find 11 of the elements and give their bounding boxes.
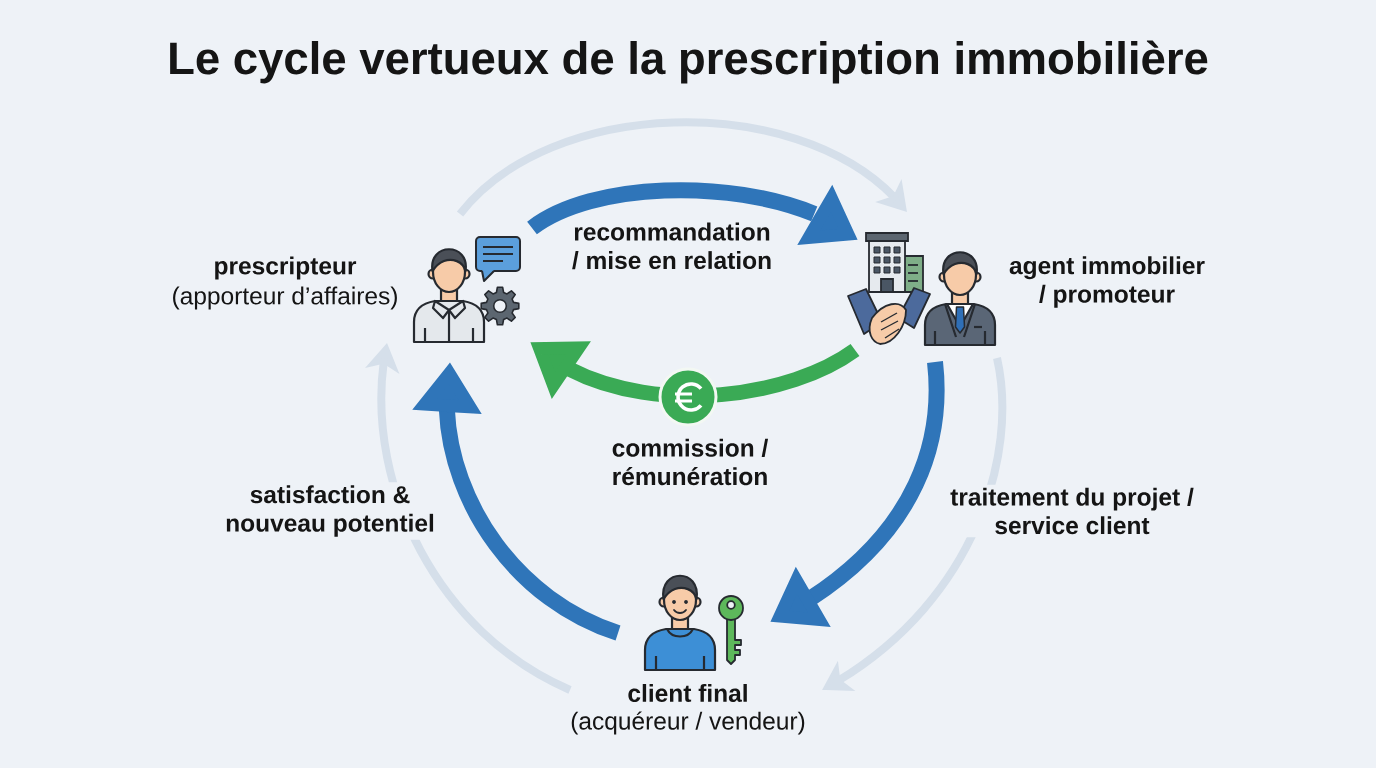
actor-title: agent immobilier / promoteur [1009, 256, 1205, 308]
actor-subtitle: (apporteur d’affaires) [173, 286, 397, 310]
actor-subtitle: (acquéreur / vendeur) [571, 711, 805, 735]
actor-title: client final [628, 684, 747, 702]
curved-arrow [457, 118, 907, 217]
edge-label: traitement du projet / service client [944, 484, 1200, 538]
title: Le cycle vertueux de la prescription immobilière [170, 40, 1208, 84]
edge-label: commission / rémunération [605, 435, 775, 489]
edge-label: recommandation / mise en relation [566, 219, 778, 273]
edge-label: satisfaction & nouveau potentiel [217, 482, 443, 540]
actor-title: prescripteur [215, 256, 357, 280]
